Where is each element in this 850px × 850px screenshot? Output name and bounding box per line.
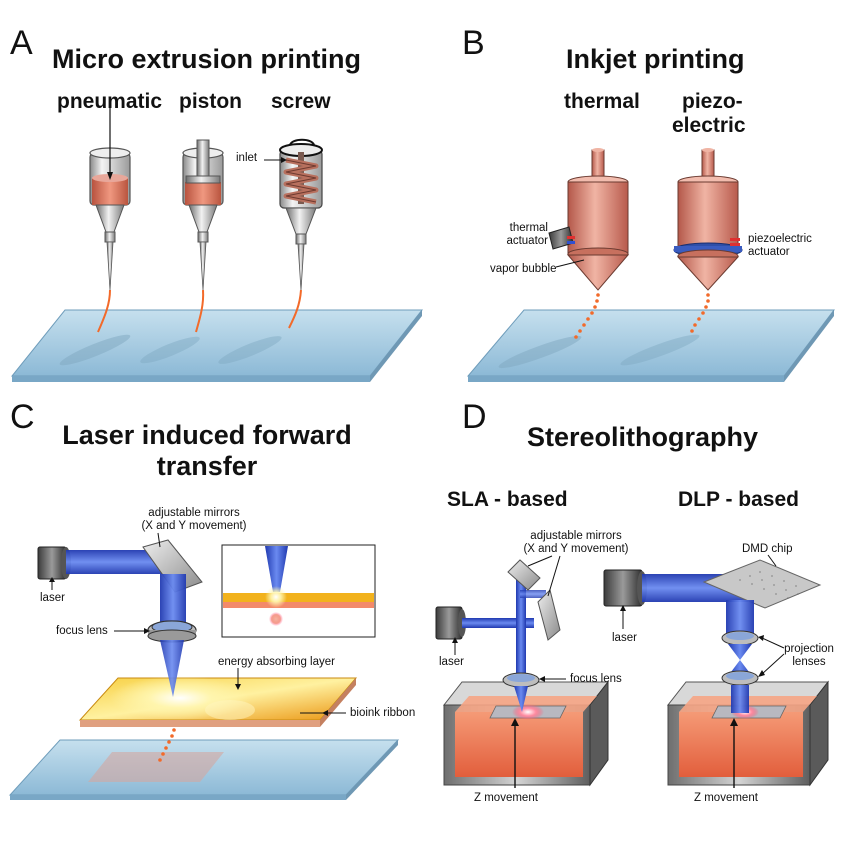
method-thermal: thermal <box>564 90 640 113</box>
label-focus-lens-c: focus lens <box>56 625 108 637</box>
label-mirrors-d-line2: (X and Y movement) <box>523 543 629 555</box>
panel-c-graphics <box>8 532 400 800</box>
method-piezo-line2: electric <box>672 114 746 137</box>
glass-slide-a <box>10 309 424 377</box>
label-projection-lenses: projection lenses <box>776 643 842 669</box>
label-laser-c: laser <box>40 592 65 604</box>
method-screw: screw <box>271 90 331 113</box>
method-dlp: DLP - based <box>678 488 799 511</box>
thermal-printhead <box>548 148 630 339</box>
mirror-sla-1 <box>507 559 541 591</box>
panel-letter-d: D <box>462 398 487 436</box>
laser-box-dlp <box>603 569 643 607</box>
label-mirrors-d: adjustable mirrors (X and Y movement) <box>506 530 646 556</box>
panel-b-graphics <box>466 148 836 382</box>
panel-title-d: Stereolithography <box>527 422 759 452</box>
method-piston: piston <box>179 90 242 113</box>
panel-title-c-line2: transfer <box>156 451 258 481</box>
label-laser-dlp: laser <box>612 632 637 644</box>
panel-title-a: Micro extrusion printing <box>52 44 362 74</box>
label-mirrors-c-line2: (X and Y movement) <box>141 520 247 532</box>
label-laser-sla: laser <box>439 656 464 668</box>
label-projection-line1: projection <box>784 643 834 655</box>
label-mirrors-c-line1: adjustable mirrors <box>148 507 240 519</box>
label-thermal-actuator: thermal actuator <box>470 222 548 248</box>
sla-vat <box>442 680 610 788</box>
label-thermal-actuator-line1: thermal <box>509 222 548 234</box>
panel-title-c-line1: Laser induced forward <box>62 420 352 450</box>
piston-syringe <box>182 139 224 333</box>
mirror-sla-2 <box>537 589 561 641</box>
label-piezo-actuator-line1: piezoelectric <box>748 233 812 245</box>
label-bioink-ribbon: bioink ribbon <box>350 707 416 719</box>
inset-detail-box <box>221 544 376 638</box>
method-pneumatic: pneumatic <box>57 90 163 113</box>
panel-a-graphics <box>10 108 424 382</box>
label-z-movement-sla: Z movement <box>474 792 538 804</box>
label-mirrors-c: adjustable mirrors (X and Y movement) <box>124 507 264 533</box>
panel-d-graphics <box>435 554 830 788</box>
label-z-movement-dlp: Z movement <box>694 792 758 804</box>
method-piezo-line1: piezo- <box>682 90 743 113</box>
label-vapor-bubble: vapor bubble <box>490 263 557 275</box>
panel-letter-a: A <box>10 24 33 62</box>
label-thermal-actuator-line2: actuator <box>506 235 548 247</box>
piezo-printhead <box>673 148 743 333</box>
panel-letter-b: B <box>462 24 485 62</box>
panel-title-c: Laser induced forward transfer <box>52 420 362 482</box>
panel-title-b: Inkjet printing <box>566 44 745 74</box>
panel-letter-c: C <box>10 398 35 436</box>
screw-syringe <box>264 138 323 329</box>
label-focus-lens-d: focus lens <box>570 673 622 685</box>
glass-slide-b <box>466 309 836 377</box>
dmd-chip <box>702 559 822 609</box>
label-piezo-actuator-line2: actuator <box>748 246 790 258</box>
pneumatic-syringe <box>89 108 131 333</box>
label-piezo-actuator: piezoelectric actuator <box>748 233 812 259</box>
label-projection-line2: lenses <box>792 656 826 668</box>
method-sla: SLA - based <box>447 488 568 511</box>
label-dmd-chip: DMD chip <box>742 543 793 555</box>
label-inlet: inlet <box>236 152 258 164</box>
label-mirrors-d-line1: adjustable mirrors <box>530 530 622 542</box>
label-energy-layer: energy absorbing layer <box>218 656 335 668</box>
